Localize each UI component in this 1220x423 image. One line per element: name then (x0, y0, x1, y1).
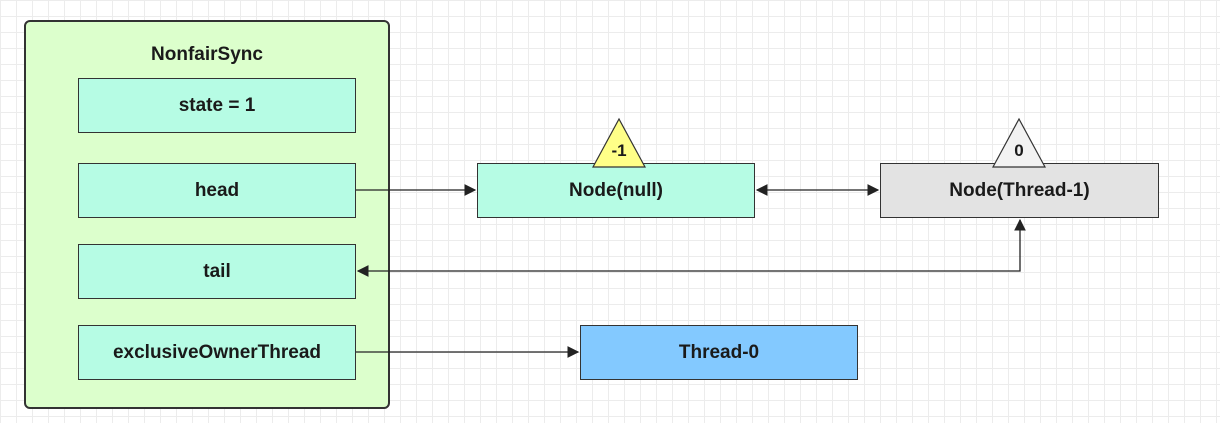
node-thread1-status-triangle (991, 117, 1047, 168)
node-thread1-to-tail-arrow (356, 218, 1026, 277)
exclusive-owner-thread-field: exclusiveOwnerThread (78, 325, 356, 380)
node-thread1-wait-status: 0 (1014, 141, 1024, 160)
node-null: Node(null) (477, 163, 755, 218)
node-null-status-triangle (591, 117, 647, 168)
nonfair-sync-title: NonfairSync (151, 44, 263, 65)
tail-field: tail (78, 244, 356, 299)
head-field: head (78, 163, 356, 218)
node-null-wait-status: -1 (611, 141, 627, 160)
thread-0-box: Thread-0 (580, 325, 858, 380)
state-field: state = 1 (78, 78, 356, 133)
node-thread-1: Node(Thread-1) (880, 163, 1159, 218)
